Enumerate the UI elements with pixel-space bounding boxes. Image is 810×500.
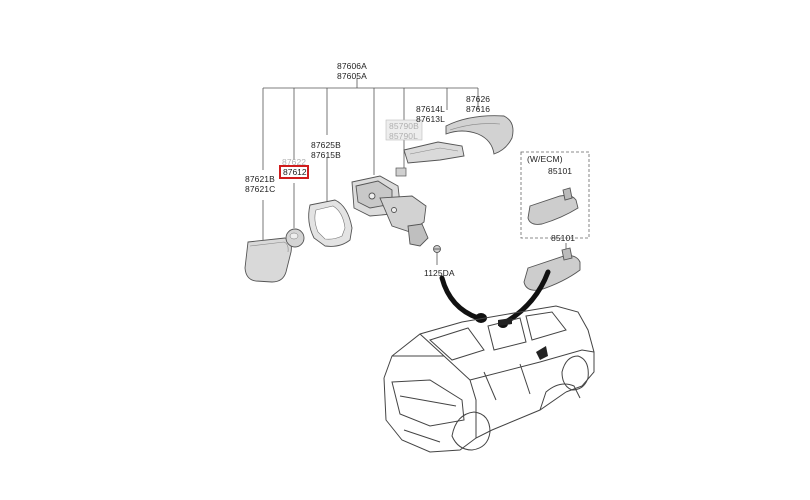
actuator-part-inner	[289, 232, 299, 240]
callout-actuator-top[interactable]: 87622	[282, 157, 307, 167]
callout-cap-a: 87626	[466, 94, 491, 104]
callout-hidden-part[interactable]: 85790B 85790L	[389, 121, 419, 141]
callout-glass-b: 87621C	[245, 184, 276, 194]
car-door-mirror-mark	[536, 346, 548, 360]
callout-mirror-cap[interactable]: 87626 87616	[466, 94, 490, 114]
ecm-dashed-box	[520, 151, 590, 239]
leader-lines	[262, 78, 567, 265]
callout-garnish-a: 87614L	[416, 104, 445, 114]
mirror-base-assembly	[351, 175, 429, 247]
callout-hidden-a: 85790B	[389, 121, 419, 131]
car-illustration	[383, 305, 595, 453]
mirror-glass-part	[244, 237, 292, 283]
callout-inner-mirror[interactable]: 85101	[551, 233, 576, 243]
housing-frame-opening	[314, 205, 346, 240]
inner-mirror-part	[523, 247, 581, 291]
garnish-strip-part	[403, 141, 465, 164]
ecm-note: (W/ECM)	[527, 154, 563, 164]
callout-hidden-b: 85790L	[389, 131, 418, 141]
mirror-cap-edge	[449, 123, 501, 131]
faded-part	[385, 119, 423, 141]
arrow-to-door-mirror	[439, 275, 481, 321]
callout-housing-a: 87625B	[311, 140, 341, 150]
callout-mirror-glass[interactable]: 87621B 87621C	[245, 174, 275, 194]
small-clip-part	[395, 167, 407, 177]
callout-screw[interactable]: 1125DA	[424, 268, 455, 278]
mirror-cap-part	[445, 115, 514, 155]
screw-part	[433, 245, 441, 253]
callout-housing-b: 87615B	[311, 150, 341, 160]
callout-garnish-b: 87613L	[416, 114, 445, 124]
callout-main-assy[interactable]: 87606A 87605A	[337, 61, 367, 81]
callout-main-assy-b: 87605A	[337, 71, 367, 81]
callout-inner-mirror-ecm[interactable]: 85101	[548, 166, 573, 176]
callout-actuator-highlighted[interactable]: 87612	[279, 165, 309, 179]
callout-glass-a: 87621B	[245, 174, 275, 184]
inner-mirror-ecm-part	[527, 187, 579, 225]
callout-garnish[interactable]: 87614L 87613L	[416, 104, 445, 124]
arrow-tip-door	[475, 313, 487, 323]
mirror-glass-edge	[249, 241, 289, 253]
callout-housing[interactable]: 87625B 87615B	[311, 140, 341, 160]
callout-actuator-selected: 87612	[283, 167, 307, 177]
callout-cap-b: 87616	[466, 104, 491, 114]
car-inner-mirror-mark	[498, 318, 512, 326]
garnish-strip-detail	[409, 147, 459, 155]
callout-main-assy-a: 87606A	[337, 61, 367, 71]
